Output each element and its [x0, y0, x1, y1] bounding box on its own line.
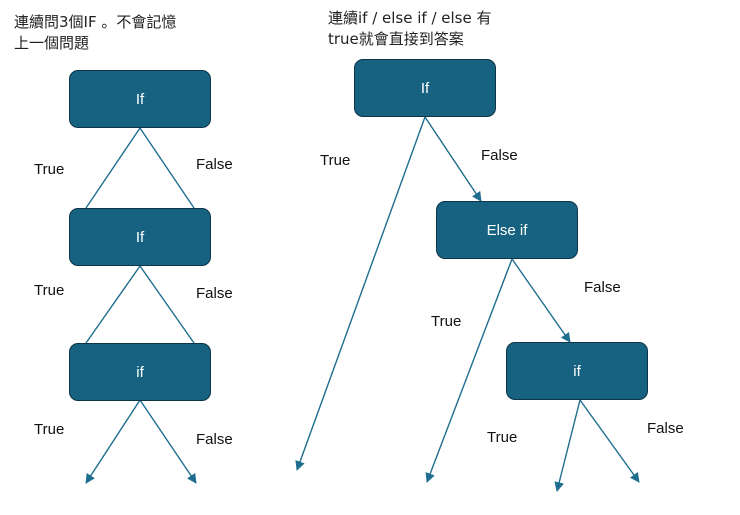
right-edge-2-false: [511, 258, 571, 343]
right-true-label-2: True: [431, 313, 462, 330]
right-node-if: If: [354, 59, 496, 117]
right-edge-1-true: [295, 116, 426, 471]
left-edge-2-true: [85, 265, 141, 344]
left-true-label-2: True: [34, 282, 65, 299]
left-true-label-1: True: [34, 161, 65, 178]
left-false-label-1: False: [196, 156, 233, 173]
right-edge-2-true: [425, 258, 513, 483]
left-edge-1-true: [85, 127, 141, 209]
left-caption: 連續問3個IF 。不會記憶 上一個問題: [14, 12, 176, 54]
right-false-label-1: False: [481, 147, 518, 164]
left-caption-line-1: 連續問3個IF 。不會記憶: [14, 13, 177, 31]
right-true-label-1: True: [320, 152, 351, 169]
right-edge-1-false: [424, 116, 482, 202]
right-edge-3-false: [579, 399, 640, 483]
left-node-if-1: If: [69, 70, 211, 128]
right-true-label-3: True: [487, 429, 518, 446]
right-edge-3-true: [554, 399, 581, 492]
right-node-else-if: Else if: [436, 201, 578, 259]
right-false-label-2: False: [584, 279, 621, 296]
right-caption-line-2: true就會直接到答案: [328, 30, 464, 48]
right-caption-line-1: 連續if / else if / else 有: [328, 9, 492, 27]
right-node-if-final: if: [506, 342, 648, 400]
left-node-if-2: If: [69, 208, 211, 266]
right-false-label-3: False: [647, 420, 684, 437]
left-false-label-3: False: [196, 431, 233, 448]
left-edge-3-false: [139, 399, 197, 484]
left-edge-3-true: [85, 399, 141, 484]
right-caption: 連續if / else if / else 有 true就會直接到答案: [328, 8, 492, 50]
left-edge-1-false: [139, 127, 195, 209]
left-caption-line-2: 上一個問題: [14, 34, 90, 52]
left-true-label-3: True: [34, 421, 65, 438]
left-node-if-3: if: [69, 343, 211, 401]
left-edge-2-false: [139, 265, 195, 344]
left-false-label-2: False: [196, 285, 233, 302]
